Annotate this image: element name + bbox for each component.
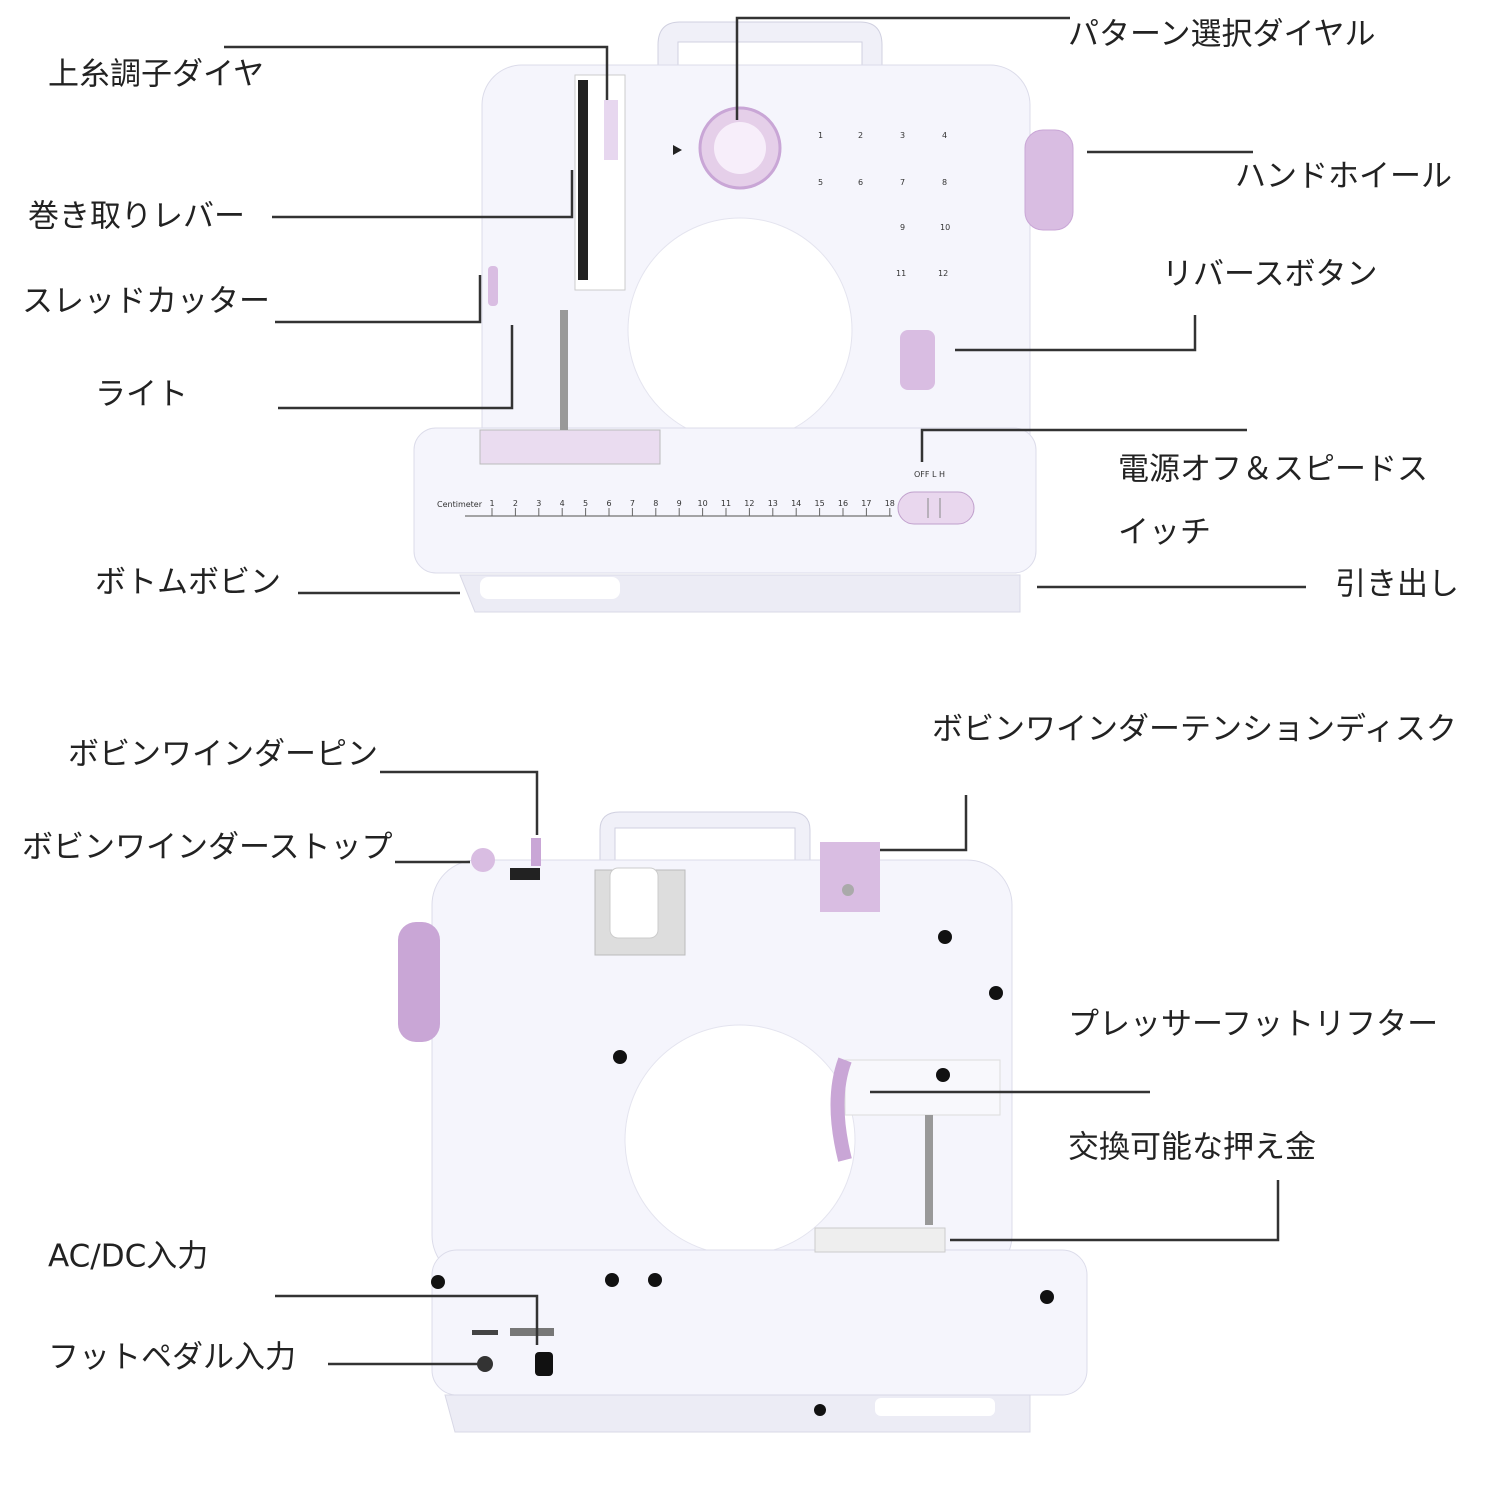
- label-hand-wheel: ハンドホイール: [1235, 158, 1452, 195]
- ruler-tick-label: 11: [721, 499, 731, 508]
- label-bobbin-winder-pin: ボビンワインダーピン: [68, 736, 378, 773]
- bottom-machine: [398, 811, 1088, 1433]
- pattern-number: 8: [942, 178, 947, 187]
- ruler-tick-label: 17: [861, 499, 871, 508]
- ruler-tick-label: 18: [885, 499, 895, 508]
- pattern-number: 12: [938, 269, 948, 278]
- pattern-number: 7: [900, 178, 905, 187]
- label-bobbin-winder-stop: ボビンワインダーストップ: [22, 829, 393, 866]
- ruler-tick-label: 7: [630, 499, 635, 508]
- ruler-tick-label: 14: [791, 499, 801, 508]
- ruler-tick-label: 10: [698, 499, 708, 508]
- label-pattern-dial: パターン選択ダイヤル: [1068, 16, 1376, 53]
- label-acdc-input: AC/DC入力: [48, 1238, 209, 1275]
- ruler-tick-label: 12: [744, 499, 754, 508]
- label-presser-foot-lifter: プレッサーフットリフター: [1068, 1006, 1439, 1043]
- ruler-tick-label: 3: [536, 499, 541, 508]
- label-foot-pedal-input: フットペダル入力: [48, 1339, 296, 1376]
- ruler-tick-label: 9: [677, 499, 682, 508]
- ruler-label: Centimeter: [437, 500, 483, 509]
- pattern-number: 9: [900, 223, 905, 232]
- ruler-tick-label: 13: [768, 499, 778, 508]
- switch-label: OFF L H: [914, 470, 945, 479]
- label-drawer: 引き出し: [1335, 566, 1459, 603]
- label-bottom-bobbin: ボトムボビン: [95, 564, 281, 601]
- pattern-number: 4: [942, 131, 947, 140]
- label-winding-lever: 巻き取りレバー: [28, 198, 245, 235]
- label-power-speed-switch-cont: イッチ: [1118, 514, 1211, 551]
- leader-lines: [224, 16, 1306, 1366]
- label-power-speed-switch: 電源オフ＆スピードス: [1118, 451, 1428, 488]
- ruler-tick-label: 5: [583, 499, 588, 508]
- pattern-number: 5: [818, 178, 823, 187]
- pattern-number: 11: [896, 269, 906, 278]
- ruler-tick-label: 16: [838, 499, 848, 508]
- label-thread-cutter: スレッドカッター: [22, 283, 270, 320]
- label-upper-thread-tension: 上糸調子ダイヤ: [48, 56, 265, 93]
- ruler-tick-label: 2: [513, 499, 518, 508]
- ruler-tick-label: 8: [653, 499, 658, 508]
- ruler-tick-label: 1: [489, 499, 494, 508]
- label-light: ライト: [95, 376, 188, 413]
- label-reverse-button: リバースボタン: [1162, 256, 1378, 293]
- label-tension-disc: ボビンワインダーテンションディスク: [932, 711, 1457, 748]
- label-presser-foot: 交換可能な押え金: [1068, 1129, 1316, 1166]
- ruler-tick-label: 15: [815, 499, 825, 508]
- pattern-number: 6: [858, 178, 863, 187]
- pattern-number: 10: [940, 223, 950, 232]
- pattern-number: 2: [858, 131, 863, 140]
- pattern-number: 3: [900, 131, 905, 140]
- ruler-tick-label: 4: [560, 499, 565, 508]
- ruler-tick-label: 6: [606, 499, 611, 508]
- pattern-number: 1: [818, 131, 823, 140]
